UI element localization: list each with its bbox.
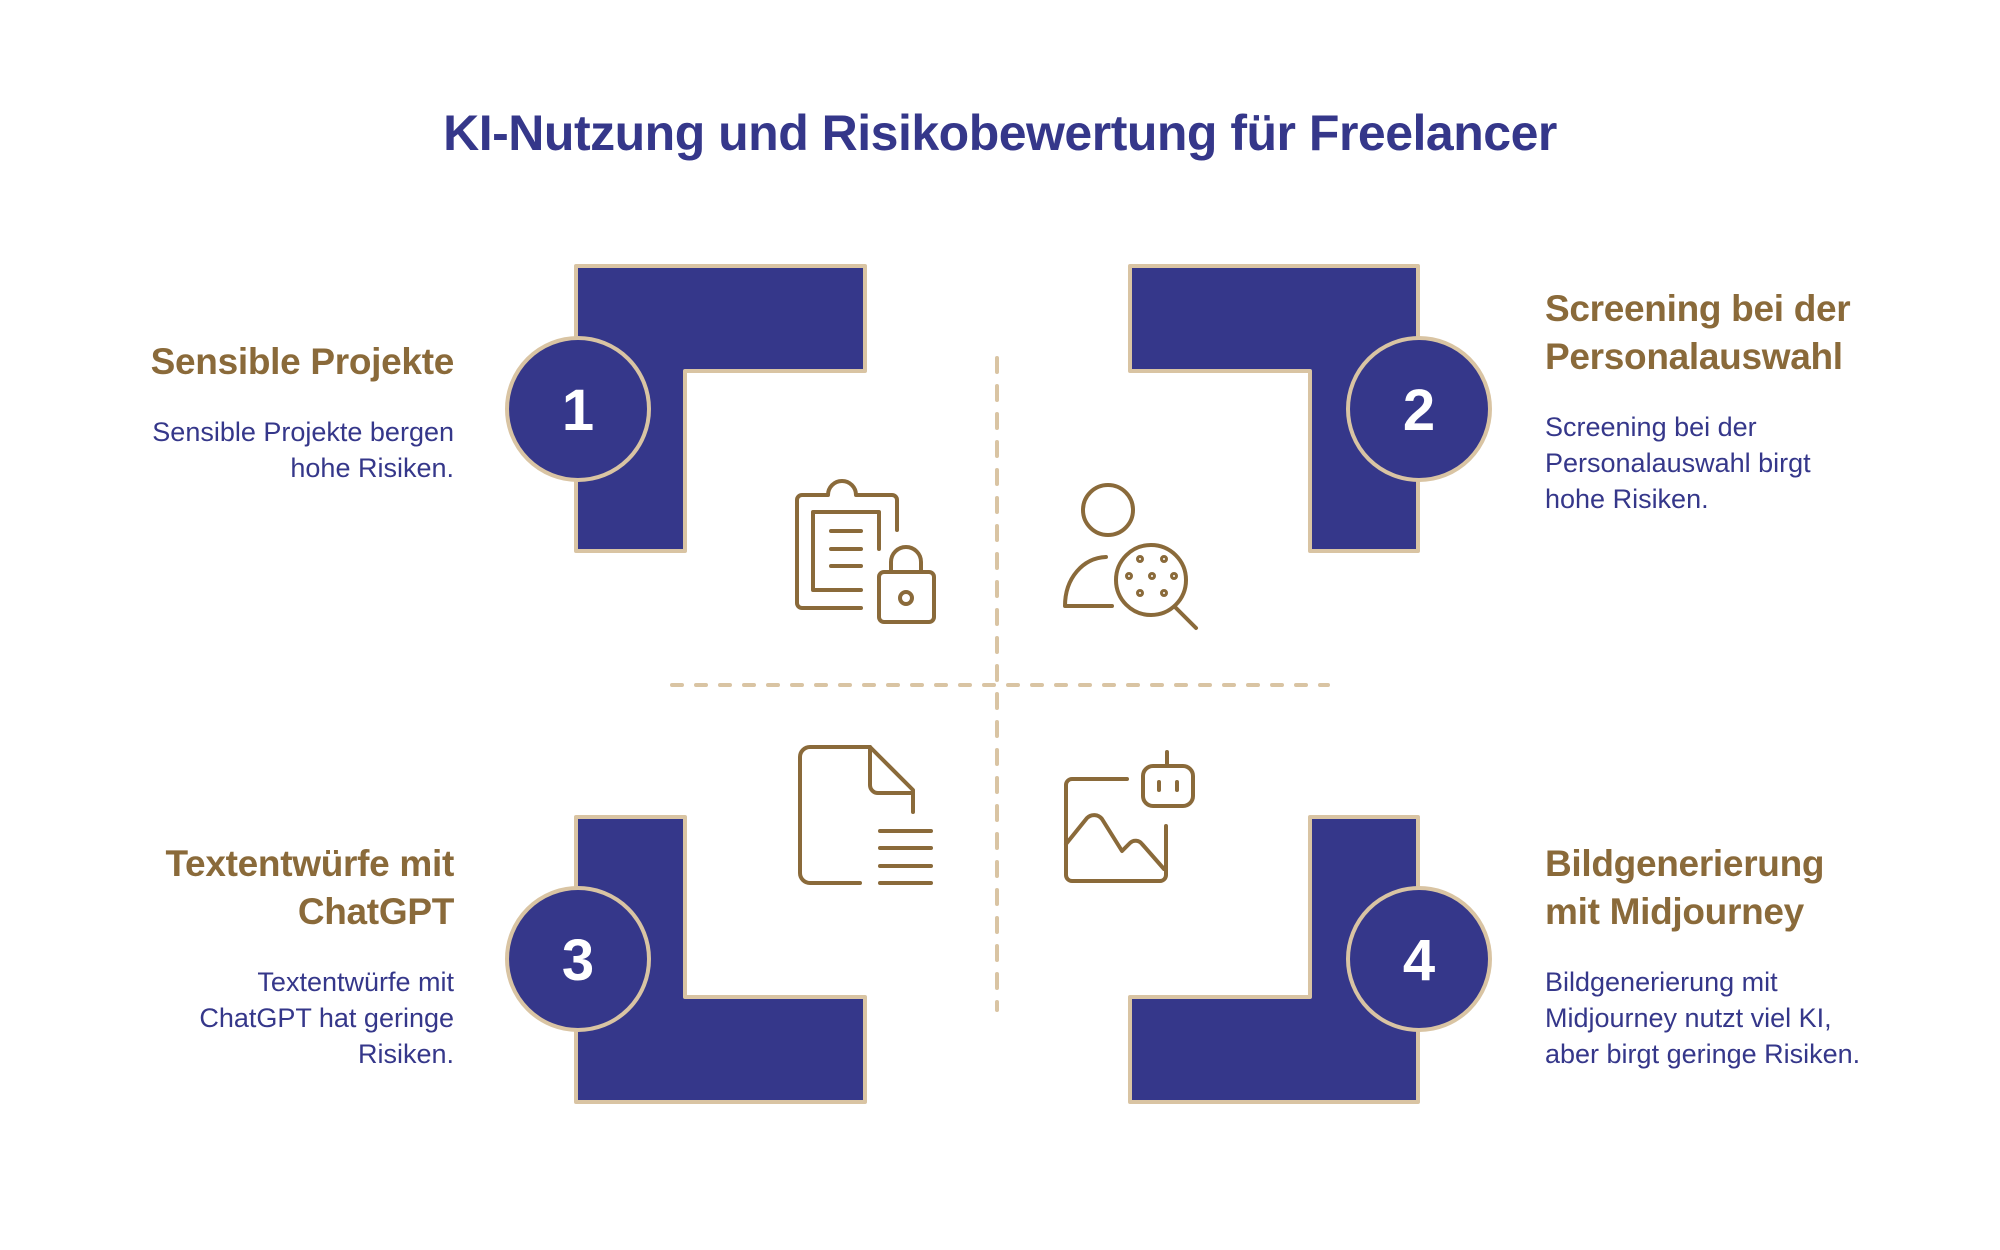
image-robot-icon (1064, 750, 1195, 883)
quadrant-4-text: Bildgenerierung mit Midjourney Bildgener… (1545, 840, 1945, 1072)
quadrant-3-heading: Textentwürfe mit ChatGPT (165, 843, 455, 932)
person-search-icon (1063, 483, 1198, 630)
quadrant-1-heading: Sensible Projekte (150, 341, 455, 382)
quadrant-2-number: 2 (1403, 378, 1435, 443)
quadrant-1-shape: 1 (505, 264, 867, 553)
quadrant-4-number: 4 (1403, 928, 1435, 993)
clipboard-lock-icon (795, 479, 936, 624)
quadrant-4-heading: Bildgenerierung mit Midjourney (1545, 843, 1825, 932)
quadrant-1-text: Sensible Projekte Sensible Projekte berg… (74, 338, 455, 486)
quadrant-4-description: Bildgenerierung mit Midjourney nutzt vie… (1545, 967, 1861, 1069)
page-title: KI-Nutzung und Risikobewertung für Freel… (443, 105, 1557, 161)
quadrant-3-number: 3 (562, 928, 594, 993)
quadrant-2-heading: Screening bei der Personalauswahl (1545, 288, 1851, 377)
quadrant-1-number: 1 (562, 378, 594, 443)
quadrant-3-text: Textentwürfe mit ChatGPT Textentwürfe mi… (74, 840, 455, 1072)
document-text-icon (798, 745, 933, 885)
quadrant-3-description: Textentwürfe mit ChatGPT hat geringe Ris… (199, 967, 454, 1069)
quadrant-4-shape: 4 (1128, 815, 1492, 1104)
quadrant-1-description: Sensible Projekte bergen hohe Risiken. (152, 417, 454, 483)
quadrant-2-shape: 2 (1128, 264, 1492, 553)
quadrant-2-text: Screening bei der Personalauswahl Screen… (1545, 285, 1945, 517)
quadrant-2-description: Screening bei der Personalauswahl birgt … (1545, 412, 1811, 514)
quadrant-3-shape: 3 (505, 815, 867, 1104)
